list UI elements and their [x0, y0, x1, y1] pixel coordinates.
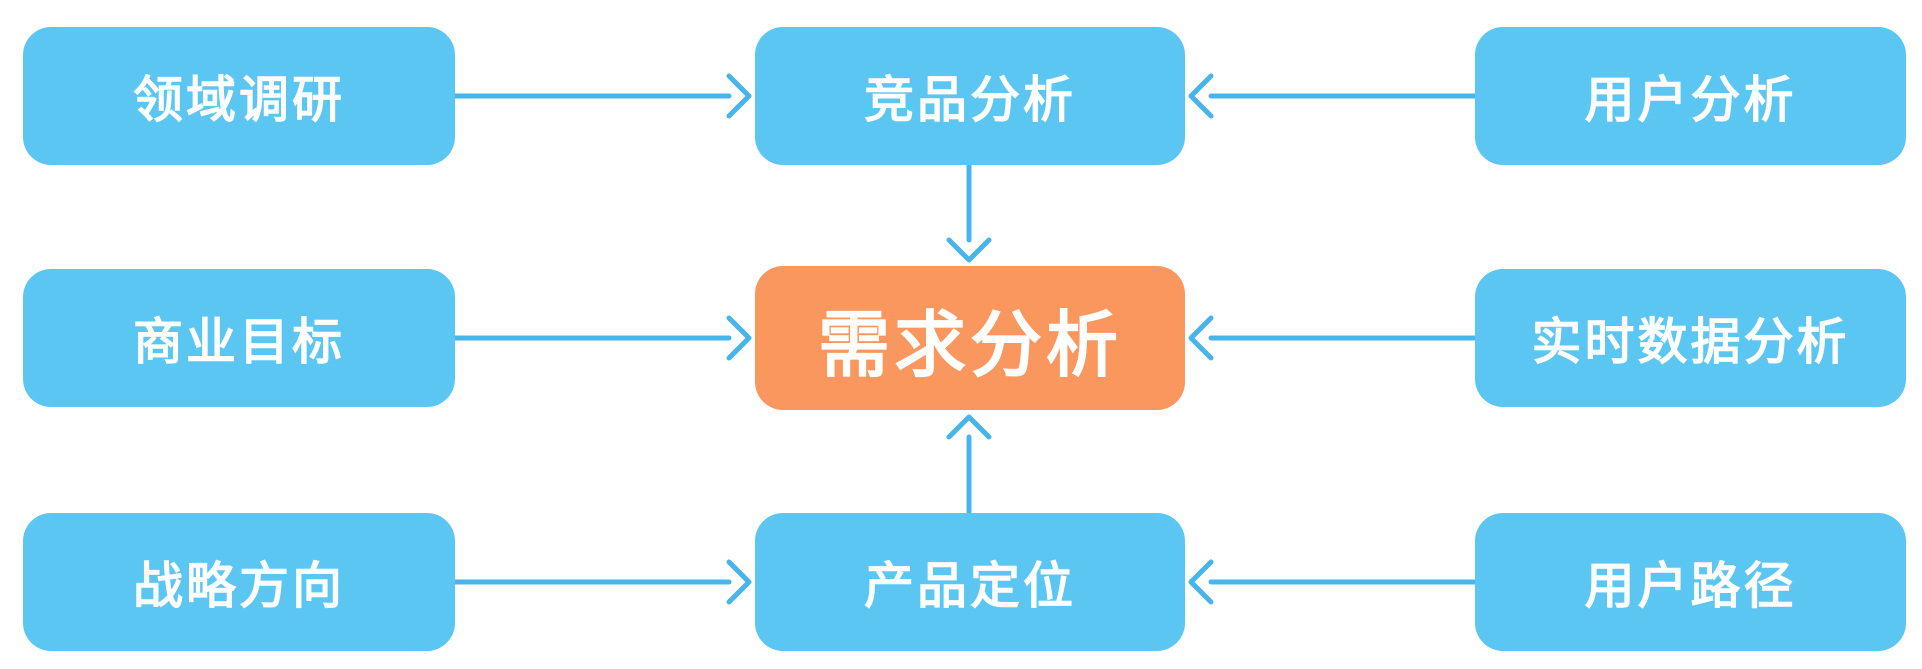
edge-user-analysis-to-competitor-analysis	[1188, 73, 1478, 119]
edge-realtime-data-analysis-to-requirement-analysis	[1188, 315, 1478, 361]
arrowhead-left-icon	[1188, 315, 1214, 361]
node-requirement-analysis[interactable]: 需求分析	[755, 266, 1185, 410]
arrowhead-up-icon	[946, 414, 992, 440]
edge-business-goal-to-requirement-analysis	[452, 315, 752, 361]
node-realtime-data-analysis[interactable]: 实时数据分析	[1475, 269, 1906, 407]
edge-product-positioning-to-requirement-analysis	[946, 414, 992, 515]
node-label: 领域调研	[133, 72, 345, 128]
node-label: 需求分析	[817, 305, 1122, 386]
arrowhead-left-icon	[1188, 559, 1214, 605]
edge-strategy-direction-to-product-positioning	[452, 559, 752, 605]
node-label: 战略方向	[133, 558, 345, 614]
node-domain-research[interactable]: 领域调研	[23, 27, 455, 165]
arrowhead-right-icon	[726, 559, 752, 605]
arrowhead-right-icon	[726, 315, 752, 361]
node-competitor-analysis[interactable]: 竞品分析	[755, 27, 1185, 165]
node-label: 商业目标	[133, 314, 345, 370]
node-label: 用户分析	[1584, 72, 1797, 128]
node-label: 实时数据分析	[1531, 314, 1850, 370]
edge-competitor-analysis-to-requirement-analysis	[946, 163, 992, 263]
edge-user-path-to-product-positioning	[1188, 559, 1478, 605]
node-label: 用户路径	[1584, 558, 1797, 614]
arrowhead-left-icon	[1188, 73, 1214, 119]
edge-domain-research-to-competitor-analysis	[452, 73, 752, 119]
arrowhead-right-icon	[726, 73, 752, 119]
node-user-analysis[interactable]: 用户分析	[1475, 27, 1906, 165]
node-strategy-direction[interactable]: 战略方向	[23, 513, 455, 651]
node-user-path[interactable]: 用户路径	[1475, 513, 1906, 651]
node-label: 竞品分析	[864, 72, 1076, 128]
node-product-positioning[interactable]: 产品定位	[755, 513, 1185, 651]
arrowhead-down-icon	[946, 237, 992, 263]
node-label: 产品定位	[864, 558, 1076, 614]
node-business-goal[interactable]: 商业目标	[23, 269, 455, 407]
